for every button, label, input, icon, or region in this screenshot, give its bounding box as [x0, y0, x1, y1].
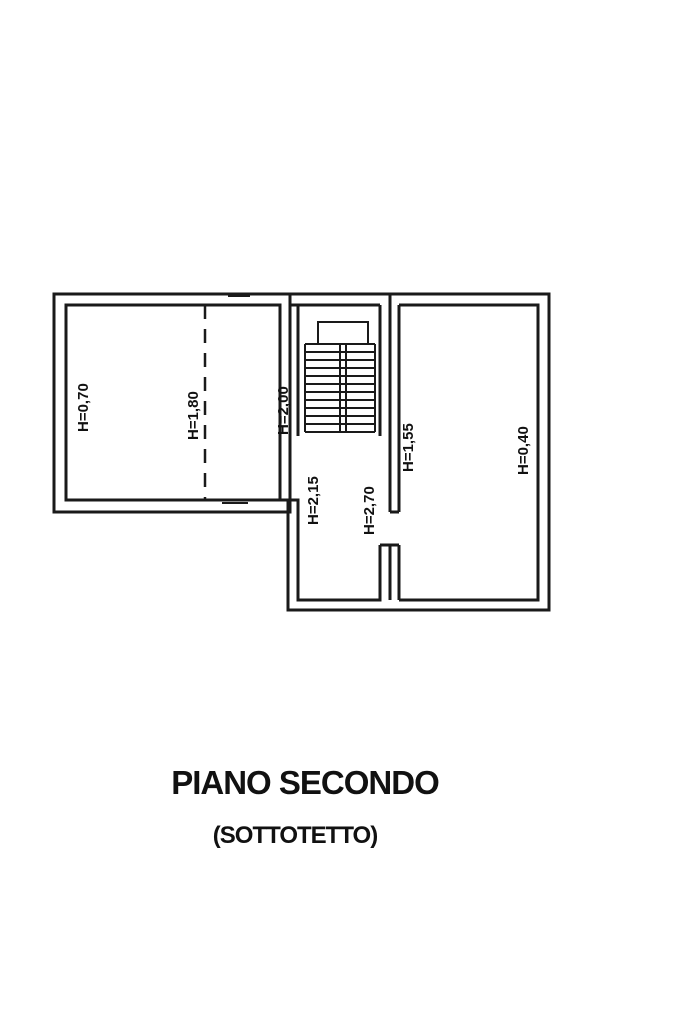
- height-label-left-eave: H=0,70: [75, 383, 92, 432]
- height-label-corridor-right: H=2,70: [361, 486, 378, 535]
- height-label-left-inner: H=2,00: [275, 386, 292, 435]
- height-label-left-center: H=1,80: [185, 391, 202, 440]
- height-label-right-inner: H=1,55: [400, 423, 417, 472]
- plan-title: PIANO SECONDO: [171, 764, 440, 801]
- height-label-corridor: H=2,15: [305, 476, 322, 525]
- stairs: [304, 321, 376, 433]
- wall-marks: [222, 295, 250, 504]
- right-room-walls: [380, 292, 551, 612]
- corridor-walls: [280, 498, 390, 612]
- stairwell-walls: [290, 292, 390, 436]
- plan-subtitle: (SOTTOTETTO): [212, 822, 378, 849]
- height-label-right-room: H=0,40: [515, 426, 532, 475]
